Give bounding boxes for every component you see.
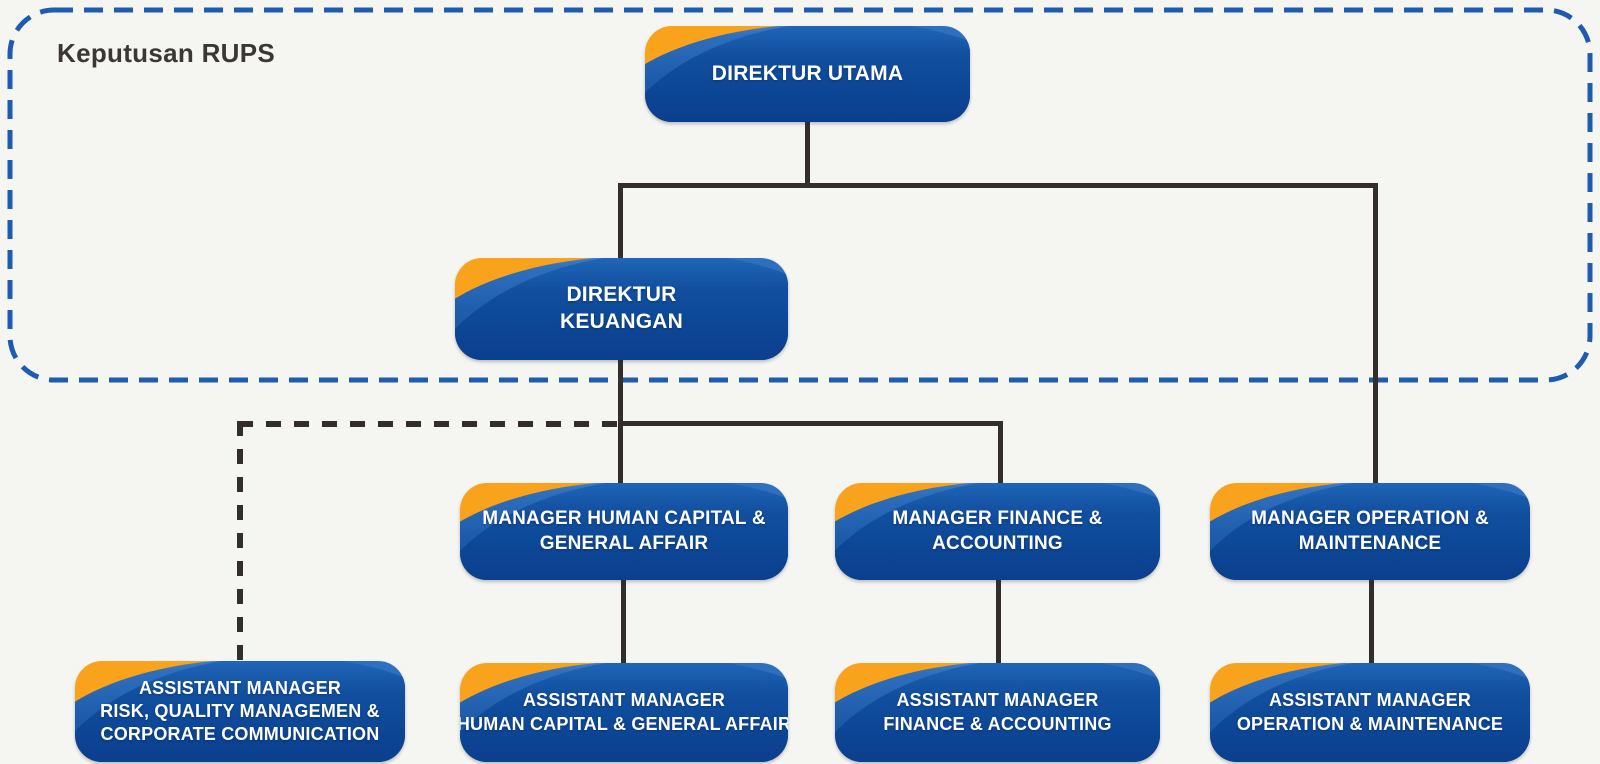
label-line: MANAGER OPERATION &	[1251, 508, 1489, 530]
org-node-manager-operation: MANAGER OPERATION & MAINTENANCE	[1210, 483, 1530, 580]
label-line: MANAGER FINANCE &	[892, 508, 1103, 530]
org-node-label: DIREKTUR UTAMA	[645, 26, 970, 122]
label-line: CORPORATE COMMUNICATION	[100, 724, 380, 745]
org-node-label: DIREKTUR KEUANGAN	[455, 258, 788, 360]
connector-manager-operation-drop	[1373, 183, 1378, 485]
org-node-label: MANAGER FINANCE & ACCOUNTING	[835, 483, 1160, 580]
org-node-label: MANAGER HUMAN CAPITAL & GENERAL AFFAIR	[460, 483, 788, 580]
connector-mhc-to-assistant	[621, 578, 626, 666]
org-node-direktur-keuangan: DIREKTUR KEUANGAN	[455, 258, 788, 360]
label-line: KEUANGAN	[560, 310, 683, 333]
label-line: GENERAL AFFAIR	[539, 532, 709, 554]
label-line: HUMAN CAPITAL & GENERAL AFFAIR	[460, 713, 788, 734]
connector-dashed-risk-horizontal	[238, 421, 620, 427]
label-line: MAINTENANCE	[1298, 532, 1442, 554]
org-node-label: ASSISTANT MANAGER HUMAN CAPITAL & GENERA…	[460, 663, 788, 762]
label-line: FINANCE & ACCOUNTING	[883, 713, 1112, 734]
label-line: ASSISTANT MANAGER	[138, 677, 342, 698]
label-line: RISK, QUALITY MANAGEMEN &	[100, 700, 380, 721]
label-line: ACCOUNTING	[932, 532, 1063, 554]
label-line: DIREKTUR	[566, 283, 677, 307]
org-node-label: ASSISTANT MANAGER RISK, QUALITY MANAGEME…	[75, 661, 405, 762]
connector-mom-to-assistant	[1369, 578, 1374, 666]
label-line: OPERATION & MAINTENANCE	[1236, 713, 1504, 734]
connector-manager-finance-drop	[998, 421, 1003, 485]
org-node-label: MANAGER OPERATION & MAINTENANCE	[1210, 483, 1530, 580]
org-node-direktur-utama: DIREKTUR UTAMA	[645, 26, 970, 122]
rups-boundary-title: Keputusan RUPS	[57, 38, 276, 68]
label-line: MANAGER HUMAN CAPITAL &	[482, 508, 766, 530]
label-line: ASSISTANT MANAGER	[522, 690, 726, 711]
connector-dashed-risk-drop	[237, 421, 243, 664]
label-line: DIREKTUR UTAMA	[711, 61, 904, 85]
org-node-assistant-finance: ASSISTANT MANAGER FINANCE & ACCOUNTING	[835, 663, 1160, 762]
connector-mfa-to-assistant	[996, 578, 1001, 666]
org-node-manager-human-capital: MANAGER HUMAN CAPITAL & GENERAL AFFAIR	[460, 483, 788, 580]
org-node-label: ASSISTANT MANAGER OPERATION & MAINTENANC…	[1210, 663, 1530, 762]
org-node-assistant-operation: ASSISTANT MANAGER OPERATION & MAINTENANC…	[1210, 663, 1530, 762]
connector-du-drop	[805, 120, 810, 185]
org-node-assistant-risk: ASSISTANT MANAGER RISK, QUALITY MANAGEME…	[75, 661, 405, 762]
connector-top-horizontal	[618, 183, 1378, 188]
org-node-assistant-human-capital: ASSISTANT MANAGER HUMAN CAPITAL & GENERA…	[460, 663, 788, 762]
org-node-label: ASSISTANT MANAGER FINANCE & ACCOUNTING	[835, 663, 1160, 762]
label-line: ASSISTANT MANAGER	[1268, 690, 1472, 711]
org-node-manager-finance: MANAGER FINANCE & ACCOUNTING	[835, 483, 1160, 580]
connector-dk-drop	[618, 183, 623, 261]
connector-mid-horizontal	[618, 421, 1002, 426]
label-line: ASSISTANT MANAGER	[896, 690, 1099, 711]
